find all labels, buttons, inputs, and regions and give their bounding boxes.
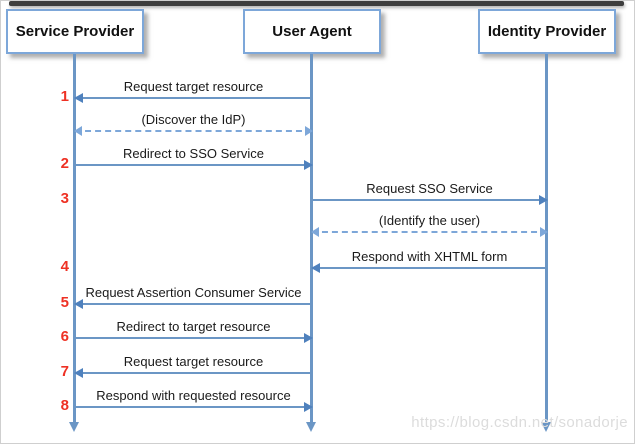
actor-label-user-agent: User Agent [272, 23, 352, 40]
message-identify-the-user: (Identify the user) [311, 209, 548, 237]
message-label: Redirect to SSO Service [123, 146, 264, 161]
lifeline-identity-provider [541, 54, 551, 432]
arrowhead-left-icon [74, 93, 83, 103]
actor-box-identity-provider: Identity Provider [478, 9, 616, 54]
arrowhead-left-icon [74, 368, 83, 378]
actor-box-user-agent: User Agent [243, 9, 381, 54]
arrowhead-right-icon [539, 195, 548, 205]
actor-box-service-provider: Service Provider [6, 9, 144, 54]
message-request-assertion-consumer-service: Request Assertion Consumer Service [74, 281, 312, 309]
arrow-line [75, 303, 312, 305]
message-label: Request Assertion Consumer Service [85, 285, 302, 300]
arrow-line [75, 406, 312, 408]
message-request-sso-service: Request SSO Service [312, 177, 548, 205]
arrowhead-left-icon [74, 126, 82, 136]
lifeline-user-agent [306, 54, 316, 432]
watermark-text: https://blog.csdn.net/sonadorje [411, 414, 628, 431]
step-number-2: 2 [60, 155, 69, 172]
arrow-line [312, 199, 547, 201]
message-label: (Discover the IdP) [141, 112, 246, 127]
message-label: Request target resource [123, 79, 264, 94]
arrow-line [75, 164, 312, 166]
arrowhead-right-icon [540, 227, 548, 237]
message-label: (Identify the user) [378, 213, 481, 228]
message-request-target-resource-2: Request target resource [74, 350, 312, 378]
step-number-6: 6 [60, 328, 69, 345]
arrowhead-left-icon [74, 299, 83, 309]
arrow-line [75, 337, 312, 339]
lifeline-service-provider [69, 54, 79, 432]
top-border-bar [9, 1, 624, 6]
arrowhead-right-icon [304, 333, 313, 343]
message-redirect-to-sso-service: Redirect to SSO Service [75, 142, 313, 170]
arrowhead-right-icon [304, 160, 313, 170]
step-number-8: 8 [60, 397, 69, 414]
step-number-7: 7 [60, 363, 69, 380]
message-label: Respond with requested resource [96, 388, 291, 403]
actor-label-identity-provider: Identity Provider [487, 23, 607, 40]
message-request-target-resource-1: Request target resource [74, 75, 312, 103]
arrow-line [75, 97, 312, 99]
step-number-3: 3 [60, 190, 69, 207]
message-label: Request target resource [123, 354, 264, 369]
step-number-5: 5 [60, 294, 69, 311]
message-label: Respond with XHTML form [351, 249, 508, 264]
step-number-1: 1 [60, 88, 69, 105]
step-number-4: 4 [60, 258, 69, 275]
arrow-line [312, 267, 547, 269]
dashed-arrow-line [312, 231, 547, 233]
dashed-arrow-line [75, 130, 312, 132]
message-label: Request SSO Service [366, 181, 493, 196]
arrowhead-right-icon [304, 402, 313, 412]
arrowhead-right-icon [305, 126, 313, 136]
message-discover-the-idp: (Discover the IdP) [74, 108, 313, 136]
actor-label-service-provider: Service Provider [15, 23, 135, 40]
message-redirect-to-target-resource: Redirect to target resource [75, 315, 313, 343]
message-respond-with-requested-resource: Respond with requested resource [75, 384, 313, 412]
arrowhead-left-icon [311, 263, 320, 273]
arrow-line [75, 372, 312, 374]
arrowhead-left-icon [311, 227, 319, 237]
message-label: Redirect to target resource [116, 319, 271, 334]
message-respond-with-xhtml-form: Respond with XHTML form [311, 245, 547, 273]
